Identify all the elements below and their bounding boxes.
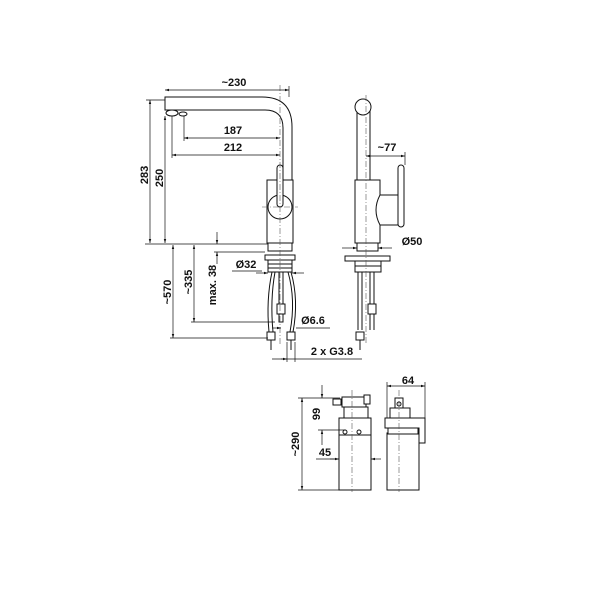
- valve-unit-front-dimensions: ~290 99 45: [290, 385, 381, 491]
- dim-valve-depth: 64: [402, 375, 415, 387]
- dim-max-deck: max. 38: [207, 265, 219, 305]
- dim-283: 283: [139, 166, 151, 184]
- dim-spout-reach: ~230: [222, 77, 247, 89]
- valve-unit-side-dimensions: 64: [386, 375, 426, 418]
- dim-hose-length: ~570: [162, 280, 174, 305]
- dim-hose-diameter: Ø6.6: [301, 315, 325, 327]
- dim-mounting-hole: Ø32: [236, 259, 257, 271]
- valve-unit-front: [332, 390, 372, 492]
- side-view-faucet: [344, 95, 405, 350]
- dim-base-diameter: Ø50: [402, 236, 423, 248]
- dim-250: 250: [154, 169, 166, 187]
- front-view-dimensions: ~230 187 212 283 250 ~570 ~335 max. 38 Ø…: [139, 77, 362, 362]
- dim-valve-width: 45: [319, 447, 331, 459]
- dim-187: 187: [224, 125, 242, 137]
- valve-unit-side: [384, 390, 426, 492]
- dim-212: 212: [224, 142, 242, 154]
- dim-valve-top: 99: [311, 408, 323, 420]
- dim-tail-length: ~335: [183, 270, 195, 295]
- dim-handle-offset: ~77: [378, 142, 397, 154]
- front-view-faucet: [164, 85, 298, 350]
- side-view-dimensions: ~77 Ø50: [342, 142, 423, 250]
- dim-connection-thread: 2 x G3.8: [311, 346, 353, 358]
- dim-valve-height: ~290: [290, 432, 302, 457]
